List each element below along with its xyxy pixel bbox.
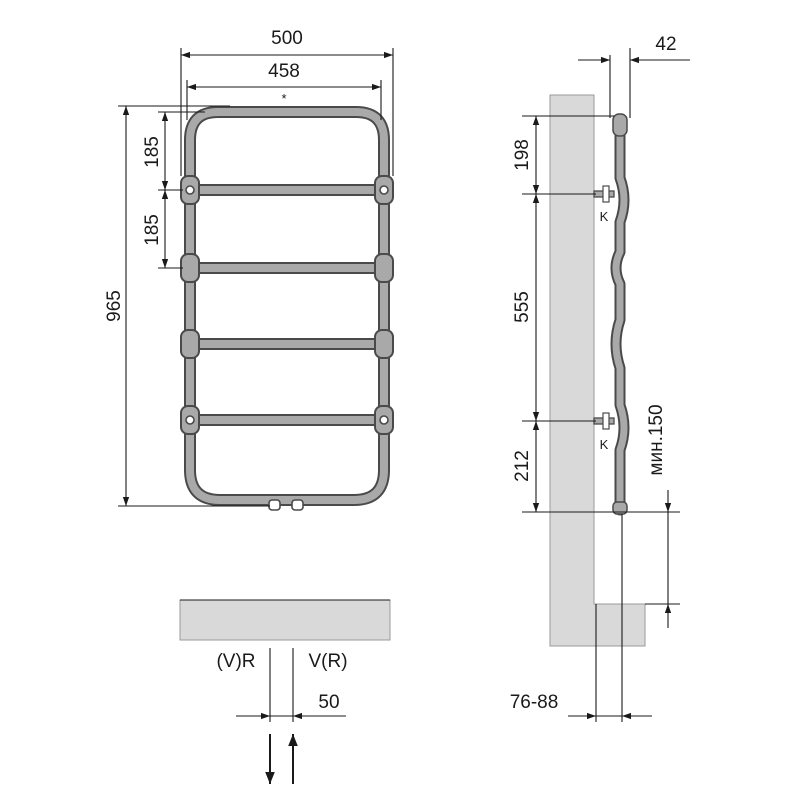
floor-section <box>179 599 391 641</box>
height-total-label: 965 <box>104 290 125 322</box>
bracket-spacing-label: 555 <box>512 291 533 323</box>
width-outer-label: 500 <box>271 28 303 49</box>
connection-view: (V)R V(R) 50 <box>179 599 391 784</box>
depth-label: 42 <box>655 34 676 55</box>
bar-spacing-top-label: 185 <box>142 136 163 168</box>
bracket-label-upper: K <box>600 209 609 224</box>
side-view: K K 42 198 555 212 мин.150 76-88 <box>510 34 690 722</box>
side-profile <box>610 113 630 516</box>
connection-nipples <box>268 499 304 511</box>
wall-section <box>549 94 646 647</box>
bracket-label-lower: K <box>600 437 609 452</box>
bottom-offset-label: 212 <box>512 450 533 482</box>
floor-min-label: мин.150 <box>646 404 667 475</box>
width-inner-label: 458 <box>268 61 300 82</box>
horizontal-bars <box>184 184 390 426</box>
top-offset-label: 198 <box>512 139 533 171</box>
connection-right-label: V(R) <box>308 651 347 672</box>
bar-spacing-second-label: 185 <box>142 214 163 246</box>
front-view: 500 458 * 965 185 185 <box>104 28 394 511</box>
joints <box>180 175 394 435</box>
mounting-screw-icons <box>185 185 389 425</box>
asterisk-mark: * <box>281 91 286 106</box>
connection-left-label: (V)R <box>216 651 255 672</box>
wall-distance-label: 76-88 <box>510 692 559 713</box>
connection-spacing-label: 50 <box>318 692 339 713</box>
towel-rail-frame <box>184 106 390 506</box>
